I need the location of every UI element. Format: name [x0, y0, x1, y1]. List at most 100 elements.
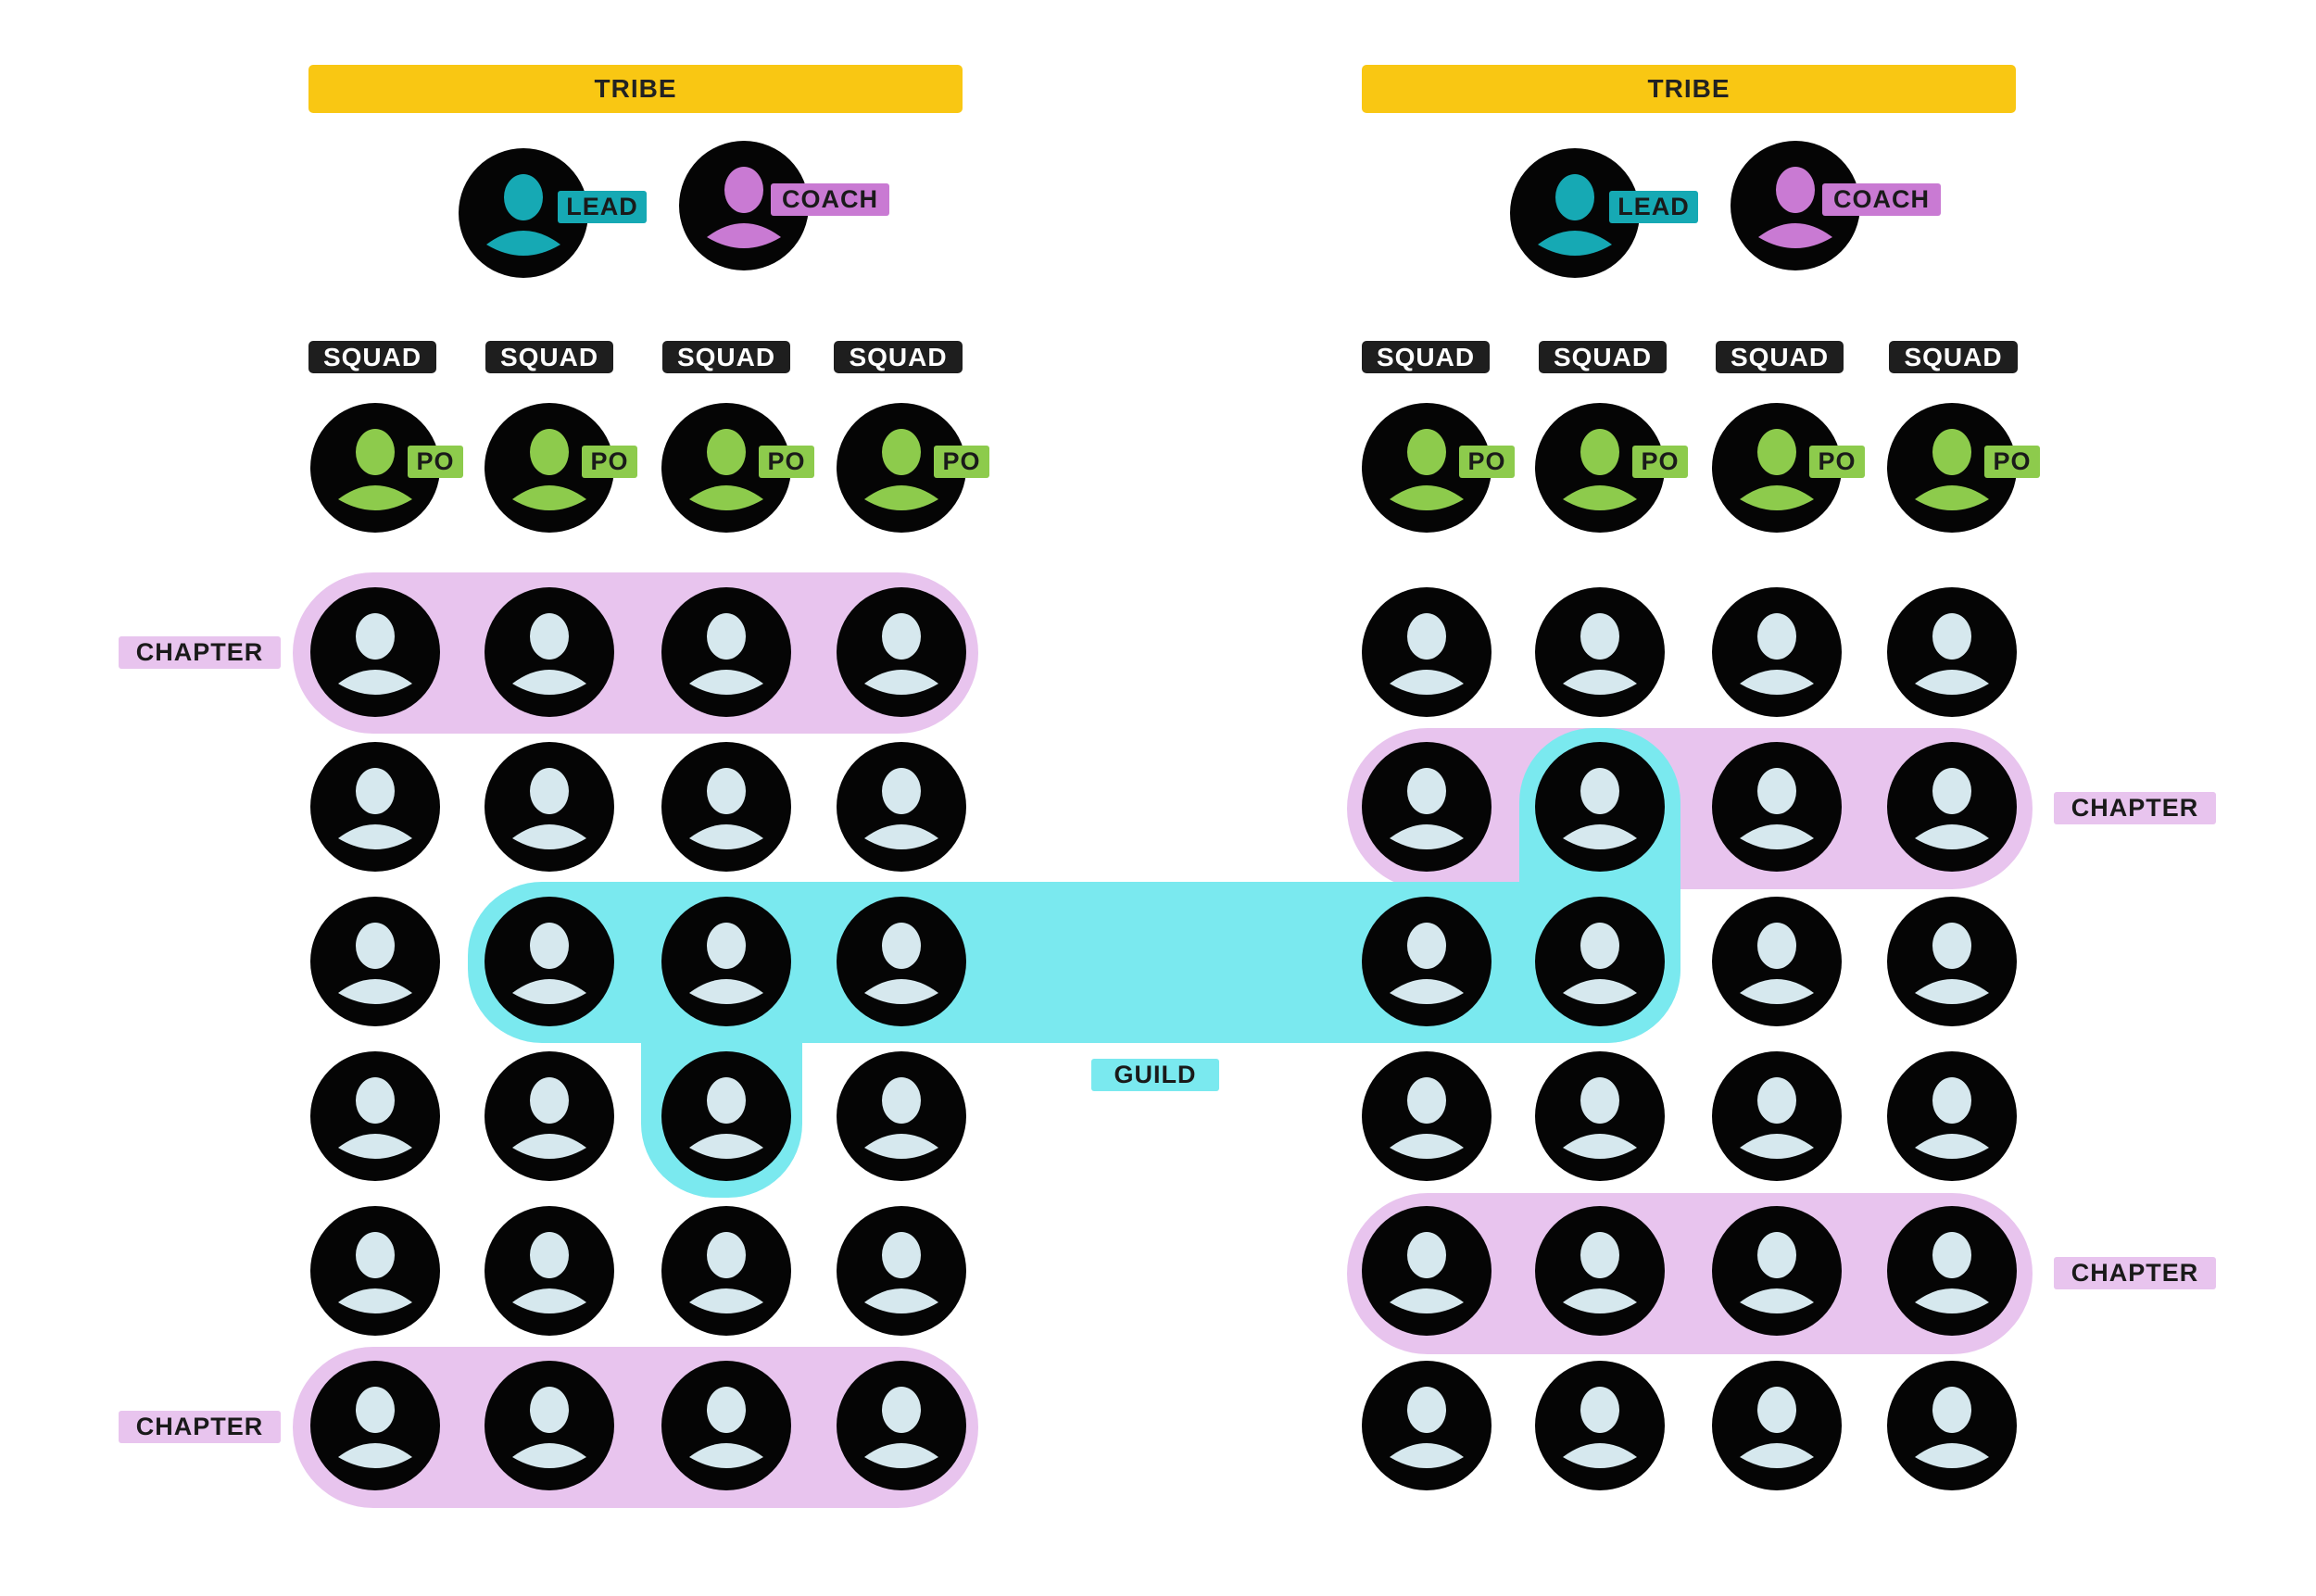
person-icon — [310, 1361, 440, 1490]
person-icon — [485, 1361, 614, 1490]
person-icon — [837, 1206, 966, 1336]
person-icon — [1362, 587, 1492, 717]
person-icon — [310, 587, 440, 717]
person-icon — [661, 742, 791, 872]
member-avatar — [310, 1361, 440, 1490]
person-icon — [310, 403, 440, 533]
squad-label: SQUAD — [1362, 341, 1490, 373]
squad-label: SQUAD — [308, 341, 436, 373]
person-icon — [485, 742, 614, 872]
person-icon — [661, 1361, 791, 1490]
person-icon — [661, 587, 791, 717]
person-icon — [1362, 1206, 1492, 1336]
squad-label: SQUAD — [662, 341, 790, 373]
member-avatar — [1887, 897, 2017, 1026]
member-avatar — [1362, 1051, 1492, 1181]
member-avatar — [661, 897, 791, 1026]
person-icon — [837, 587, 966, 717]
member-avatar — [1362, 587, 1492, 717]
member-avatar — [1887, 1051, 2017, 1181]
person-icon — [1535, 1206, 1665, 1336]
person-icon — [1887, 403, 2017, 533]
lead-avatar — [459, 148, 588, 278]
member-avatar — [837, 742, 966, 872]
person-icon — [1362, 897, 1492, 1026]
person-icon — [1712, 1051, 1842, 1181]
person-icon — [1712, 1361, 1842, 1490]
person-icon — [1887, 742, 2017, 872]
person-icon — [1887, 897, 2017, 1026]
person-icon — [837, 1361, 966, 1490]
chapter-tag: CHAPTER — [119, 636, 281, 669]
squad-label: SQUAD — [1889, 341, 2018, 373]
person-icon — [1510, 148, 1640, 278]
person-icon — [1712, 1206, 1842, 1336]
member-avatar — [661, 1361, 791, 1490]
po-avatar — [310, 403, 440, 533]
person-icon — [1712, 897, 1842, 1026]
po-avatar — [1535, 403, 1665, 533]
coach-avatar — [679, 141, 809, 270]
squad-label: SQUAD — [485, 341, 613, 373]
chapter-tag: CHAPTER — [2054, 1257, 2216, 1289]
member-avatar — [310, 742, 440, 872]
po-avatar — [485, 403, 614, 533]
po-avatar — [837, 403, 966, 533]
tribe-banner: TRIBE — [1362, 65, 2016, 113]
member-avatar — [1712, 1051, 1842, 1181]
person-icon — [485, 1051, 614, 1181]
tribe-banner: TRIBE — [308, 65, 963, 113]
member-avatar — [837, 587, 966, 717]
member-avatar — [1362, 1206, 1492, 1336]
po-tag: PO — [759, 446, 814, 478]
member-avatar — [1362, 1361, 1492, 1490]
person-icon — [1535, 742, 1665, 872]
person-icon — [485, 1206, 614, 1336]
po-tag: PO — [1809, 446, 1865, 478]
member-avatar — [310, 1051, 440, 1181]
member-avatar — [485, 897, 614, 1026]
person-icon — [1712, 403, 1842, 533]
person-icon — [1362, 403, 1492, 533]
person-icon — [1887, 1051, 2017, 1181]
person-icon — [310, 897, 440, 1026]
member-avatar — [837, 897, 966, 1026]
member-avatar — [1712, 1206, 1842, 1336]
member-avatar — [485, 1051, 614, 1181]
person-icon — [679, 141, 809, 270]
member-avatar — [1712, 897, 1842, 1026]
member-avatar — [837, 1206, 966, 1336]
chapter-tag: CHAPTER — [119, 1411, 281, 1443]
member-avatar — [310, 1206, 440, 1336]
member-avatar — [661, 587, 791, 717]
member-avatar — [1535, 897, 1665, 1026]
person-icon — [459, 148, 588, 278]
member-avatar — [1535, 1051, 1665, 1181]
person-icon — [1731, 141, 1860, 270]
member-avatar — [1887, 587, 2017, 717]
person-icon — [837, 403, 966, 533]
member-avatar — [310, 587, 440, 717]
person-icon — [1887, 587, 2017, 717]
person-icon — [1362, 1051, 1492, 1181]
person-icon — [1712, 587, 1842, 717]
po-tag: PO — [582, 446, 637, 478]
member-avatar — [1535, 742, 1665, 872]
lead-tag: LEAD — [1609, 191, 1698, 223]
member-avatar — [1887, 1361, 2017, 1490]
member-avatar — [837, 1361, 966, 1490]
po-tag: PO — [1459, 446, 1515, 478]
person-icon — [661, 1051, 791, 1181]
person-icon — [485, 587, 614, 717]
coach-tag: COACH — [771, 183, 889, 216]
person-icon — [837, 897, 966, 1026]
chapter-tag: CHAPTER — [2054, 792, 2216, 824]
member-avatar — [1535, 1361, 1665, 1490]
person-icon — [1535, 1361, 1665, 1490]
person-icon — [837, 1051, 966, 1181]
member-avatar — [485, 742, 614, 872]
member-avatar — [310, 897, 440, 1026]
member-avatar — [485, 1206, 614, 1336]
person-icon — [485, 403, 614, 533]
